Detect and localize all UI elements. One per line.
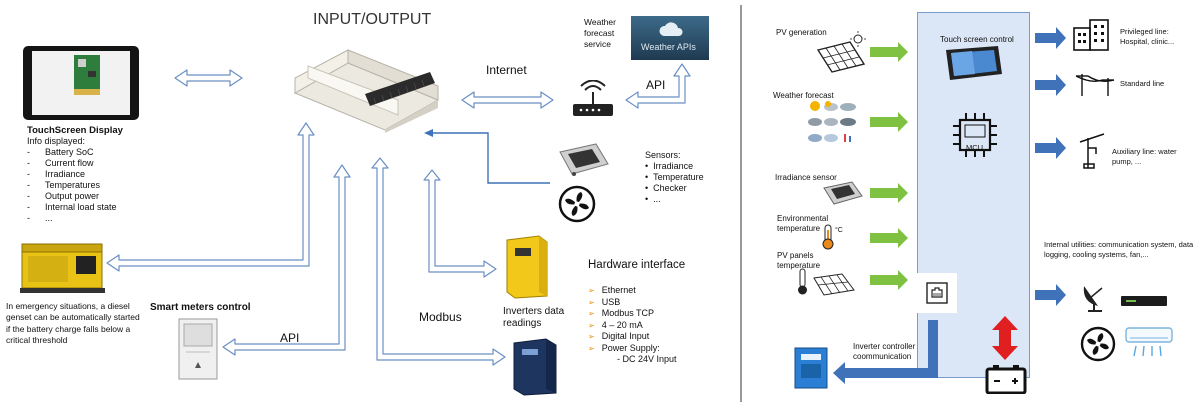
touchscreen-title: TouchScreen Display: [27, 125, 123, 136]
auxiliary-line-label: Auxiliary line: water pump, ...: [1112, 147, 1177, 166]
inverter-dark-icon: [513, 338, 557, 396]
battery-icon: [985, 365, 1027, 394]
list-item: - Temperatures: [27, 180, 101, 190]
touch-screen-control-label: Touch screen control: [940, 35, 1014, 44]
api-top-label: API: [646, 78, 666, 92]
mcu-label: MCU: [966, 143, 984, 152]
list-item: Ethernet: [588, 285, 660, 297]
diesel-description: In emergency situations, a diesel genset…: [6, 301, 140, 345]
water-pump-icon: [1079, 133, 1105, 169]
inverters-label: Inverters data readings: [503, 306, 565, 329]
internal-utilities-label: Internal utilities: communication system…: [1044, 240, 1194, 259]
mcu-chip-icon: [953, 113, 997, 157]
arrow-irradiance-input: [870, 183, 908, 203]
touchscreen-display-icon: [23, 46, 139, 120]
weather-service-label: Weather forecast service: [584, 17, 616, 49]
arrow-standard-output: [1035, 74, 1066, 96]
arrow-battery-link: [992, 316, 1018, 360]
arrow-utilities-output: [1035, 284, 1066, 306]
list-item: 4 – 20 mA: [588, 320, 660, 332]
arrow-privileged-output: [1035, 27, 1066, 49]
list-item: Digital Input: [588, 331, 660, 343]
environmental-temp-label: Environmental temperature: [777, 214, 829, 233]
fan-icon: [558, 185, 596, 223]
ethernet-port-box: [917, 273, 957, 313]
privileged-line-label: Privileged line: Hospital, clinic...: [1120, 27, 1175, 46]
arrow-env-temp-input: [870, 228, 908, 248]
router-icon: [573, 80, 613, 116]
touchscreen-subtitle: Info displayed:: [27, 136, 86, 146]
ethernet-port-icon: [926, 282, 948, 304]
arrow-touchscreen-controller: [174, 69, 243, 87]
list-item: • Irradiance: [645, 161, 694, 171]
hardware-interface-title: Hardware interface: [588, 259, 686, 271]
cooling-fan-icon: [1080, 326, 1116, 362]
list-item: • ...: [645, 194, 661, 204]
satellite-dish-icon: [1083, 286, 1103, 312]
list-item: - Current flow: [27, 158, 94, 168]
pv-generation-label: PV generation: [776, 28, 827, 37]
arrow-auxiliary-output: [1035, 137, 1066, 159]
hardware-interface-list: Ethernet USB Modbus TCP 4 – 20 mA Digita…: [588, 285, 660, 354]
arrow-pv-input: [870, 42, 908, 62]
smart-meters-label: Smart meters control: [150, 302, 251, 313]
list-item: • Checker: [645, 183, 687, 193]
inverter-controller-icon: [794, 347, 828, 389]
inverter-yellow-icon: [506, 235, 548, 299]
touch-screen-icon: [946, 46, 1002, 80]
arrow-internet-router: [461, 91, 554, 109]
weather-api-badge: Weather APIs: [641, 42, 696, 52]
cloud-icon: [659, 22, 683, 36]
modbus-label: Modbus: [419, 310, 462, 324]
pv-panels-temp-label: PV panels temperature: [777, 251, 821, 270]
list-item: Power Supply:: [588, 343, 660, 355]
list-item: - Irradiance: [27, 169, 86, 179]
sensors-title: Sensors:: [645, 150, 681, 160]
thermometer-icon: [822, 224, 834, 250]
inverter-comm-label: Inverter controller coommunication: [853, 342, 916, 361]
api-bottom-label: API: [280, 331, 300, 345]
internet-label: Internet: [486, 63, 527, 77]
arrow-api-weather: [625, 63, 691, 109]
arrow-diesel-controller: [106, 122, 315, 272]
list-item: USB: [588, 297, 660, 309]
standard-line-label: Standard line: [1120, 79, 1165, 88]
weather-forecast-label: Weather forecast: [773, 91, 834, 100]
hospital-building-icon: [1073, 19, 1109, 51]
solar-panel-icon: [816, 31, 866, 73]
list-item: • Temperature: [645, 172, 704, 182]
list-item: - Battery SoC: [27, 147, 94, 157]
irradiance-sensor-label: Irradiance sensor: [775, 173, 837, 182]
arrow-weather-input: [870, 112, 908, 132]
weather-icons-grid: [808, 101, 856, 142]
arrow-inverter-upper: [423, 169, 497, 278]
weather-api-tile: Weather APIs: [631, 16, 709, 60]
irradiance-sensor-device-icon: [559, 143, 609, 176]
data-logger-icon: [1121, 296, 1167, 306]
sun-icon: [810, 101, 820, 111]
diagram-title: INPUT/OUTPUT: [313, 11, 432, 28]
list-item: Modbus TCP: [588, 308, 660, 320]
line-sensors-controller: [430, 132, 550, 184]
panel-thermometer-icon: [798, 268, 855, 296]
diesel-genset-icon: [20, 243, 105, 293]
power-line-pole-icon: [1075, 74, 1115, 96]
touchscreen-info-list: - Battery SoC - Current flow - Irradianc…: [27, 147, 117, 224]
list-item: - Internal load state: [27, 202, 117, 212]
irradiance-sensor-icon: [823, 181, 863, 205]
smart-meter-icon: [178, 318, 218, 380]
controller-device-icon: [293, 49, 440, 133]
hardware-power-sub: - DC 24V Input: [617, 354, 677, 364]
list-item: - ...: [27, 213, 53, 223]
arrow-inverter-comm: [833, 320, 938, 384]
air-conditioner-icon: [1125, 327, 1173, 357]
list-item: - Output power: [27, 191, 100, 201]
sensors-list: • Irradiance • Temperature • Checker • .…: [645, 161, 704, 205]
arrow-pv-temp-input: [870, 270, 908, 290]
arrow-inverter-lower: [371, 157, 506, 366]
celsius-unit: °C: [835, 227, 843, 234]
arrow-meter-controller: [222, 164, 351, 356]
